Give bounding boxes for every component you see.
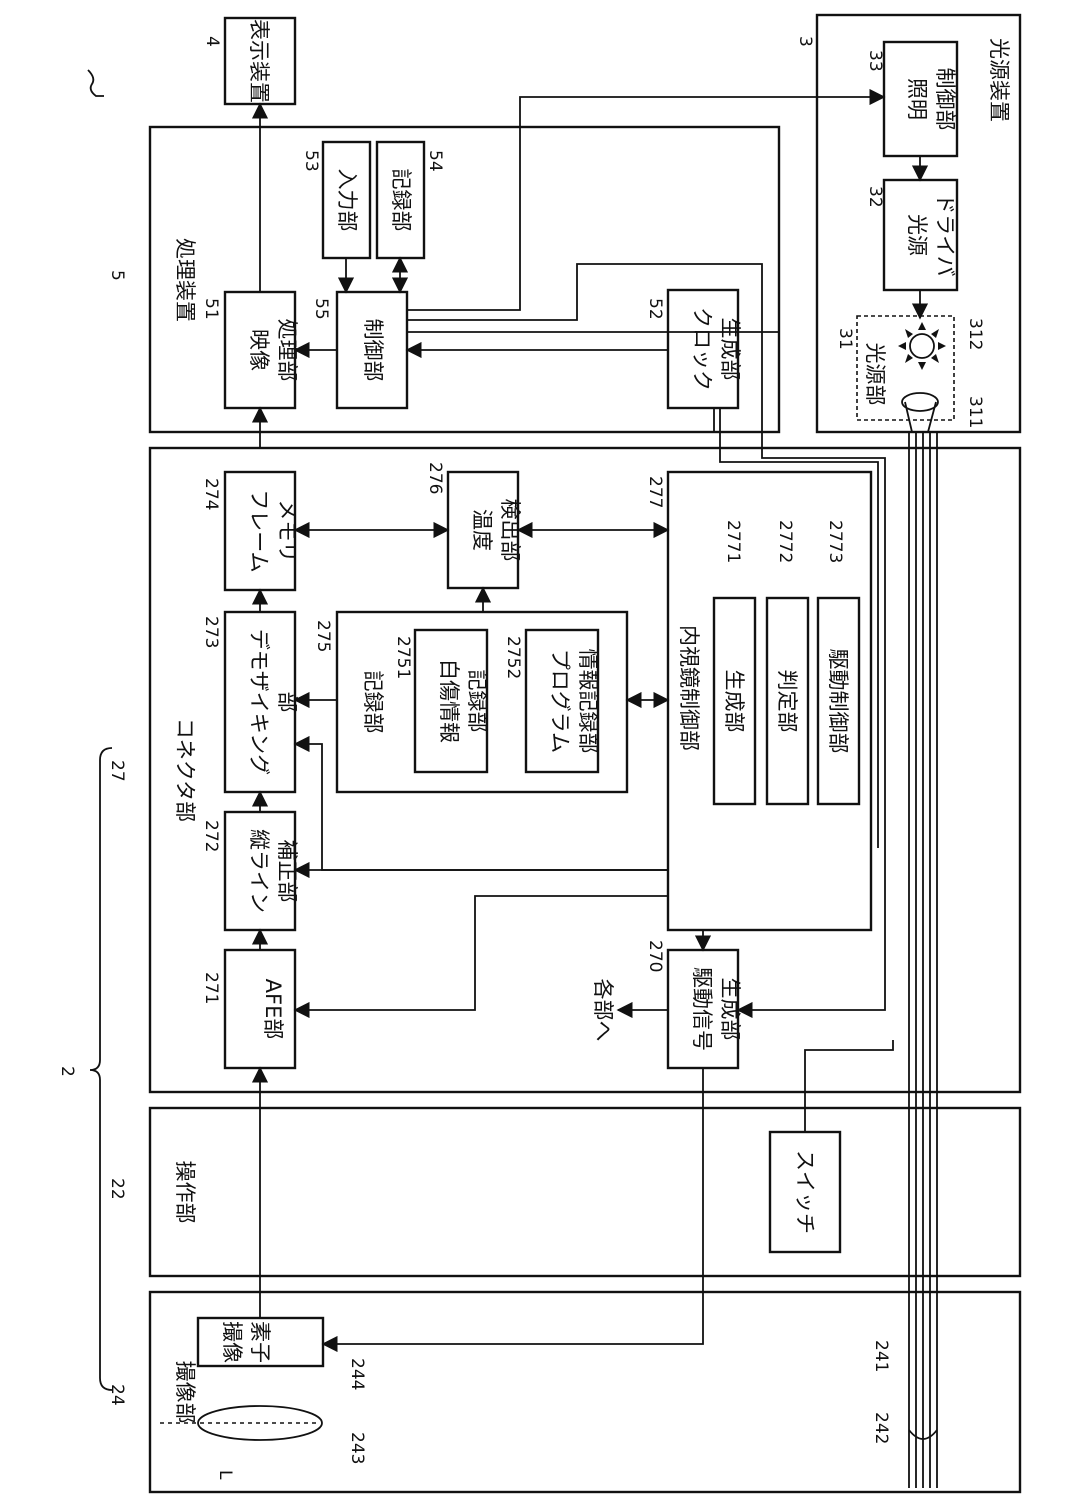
ref-connector: 27 (107, 760, 127, 782)
ref-270: 270 (645, 940, 665, 972)
ref-275: 275 (313, 620, 333, 652)
ref-processor: 5 (107, 270, 127, 281)
video-processing-label-1: 映像 (247, 329, 271, 371)
ref-54: 54 (425, 150, 445, 172)
frame-memory-label-1: フレーム (247, 489, 271, 572)
clock-generation-label-1: クロック (690, 307, 714, 391)
determination-unit-label: 判定部 (775, 670, 799, 733)
recording-unit-275-label: 記録部 (361, 671, 385, 734)
light-source-driver-label-2: ドライバ (933, 193, 957, 277)
ref-244: 244 (347, 1358, 367, 1390)
ref-243: 243 (347, 1432, 367, 1464)
vertical-line-correction-label-2: 補正部 (275, 840, 299, 903)
ref-51: 51 (201, 298, 221, 320)
drive-signal-generation-label-2: 生成部 (718, 978, 742, 1041)
ref-light-source: 3 (795, 36, 815, 47)
operation-unit-label: 操作部 (173, 1161, 197, 1224)
ref-274: 274 (201, 478, 221, 510)
demosaicing-label-1: デモザイキング (247, 629, 271, 775)
ref-operation: 22 (107, 1178, 127, 1200)
ref-311: 311 (965, 396, 985, 428)
ref-2752: 2752 (503, 636, 523, 679)
light-source-unit-label: 光源部 (863, 343, 887, 406)
input-unit-label: 入力部 (335, 169, 359, 232)
clock-generation-label-2: 生成部 (718, 318, 742, 381)
light-source-device-label: 光源装置 (987, 38, 1011, 122)
ref-2772: 2772 (775, 520, 795, 563)
demosaicing-label-2: 部 (275, 692, 299, 713)
processing-device-label: 処理装置 (173, 238, 197, 322)
temperature-detection-label-2: 検出部 (498, 499, 522, 562)
ref-53: 53 (301, 150, 321, 172)
recording-unit-54-label: 記録部 (389, 169, 413, 232)
afe-unit-label: AFE部 (261, 979, 285, 1040)
ref-277: 277 (645, 476, 665, 508)
ref-272: 272 (201, 820, 221, 852)
ref-52: 52 (645, 298, 665, 320)
illumination-control-label-1: 照明 (905, 78, 929, 120)
ref-276: 276 (425, 462, 445, 494)
generation-unit-label: 生成部 (722, 670, 746, 733)
ref-2773: 2773 (825, 520, 845, 563)
ref-241: 241 (871, 1340, 891, 1372)
display-device-label: 表示装置 (247, 19, 271, 103)
ref-31: 31 (835, 328, 855, 350)
ref-display: 4 (202, 36, 222, 47)
ref-242: 242 (871, 1412, 891, 1444)
lamp-icon (898, 322, 946, 370)
defect-info-recording-label-2: 記録部 (465, 670, 489, 733)
ref-312: 312 (965, 318, 985, 350)
operation-unit-box (150, 1108, 1020, 1276)
vertical-line-correction-label-1: 縦ライン (247, 829, 271, 913)
image-sensor-label-2: 素子 (248, 1321, 272, 1363)
ref-2771: 2771 (723, 520, 743, 563)
frame-memory-label-2: メモリ (275, 500, 299, 563)
temperature-detection-label-1: 温度 (470, 509, 494, 551)
switch-label: スイッチ (793, 1150, 817, 1234)
ref-endoscope: 2 (57, 1066, 77, 1077)
ref-33: 33 (865, 50, 885, 72)
ref-271: 271 (201, 972, 221, 1004)
control-unit-label: 制御部 (361, 319, 385, 382)
ref-imaging: 24 (107, 1384, 127, 1406)
ref-32: 32 (865, 186, 885, 208)
drive-signal-generation-label-1: 駆動信号 (690, 967, 714, 1051)
ref-endoscope-brace (90, 748, 112, 1390)
illumination-control-label-2: 制御部 (933, 68, 957, 131)
ref-2751: 2751 (393, 636, 413, 679)
imaging-unit-label: 撮像部 (173, 1361, 197, 1424)
video-processing-label-2: 処理部 (275, 319, 299, 382)
to-each-unit-label: 各部へ (591, 979, 615, 1042)
program-info-recording-label-2: 情報記録部 (576, 649, 600, 754)
light-source-driver-label-1: 光源 (905, 214, 929, 256)
defect-info-recording-label-1: 白傷情報 (437, 659, 461, 743)
ref-figure-squiggle (88, 70, 104, 96)
endoscope-control-label: 内視鏡制御部 (677, 625, 701, 751)
drive-control-unit-label: 駆動制御部 (826, 649, 850, 754)
ref-axis: L (215, 1470, 235, 1480)
connector-unit-label: コネクタ部 (173, 718, 197, 822)
image-sensor-label-1: 撮像 (220, 1321, 244, 1363)
program-info-recording-label-1: プログラム (548, 649, 572, 753)
ref-273: 273 (201, 616, 221, 648)
ref-55: 55 (311, 298, 331, 320)
